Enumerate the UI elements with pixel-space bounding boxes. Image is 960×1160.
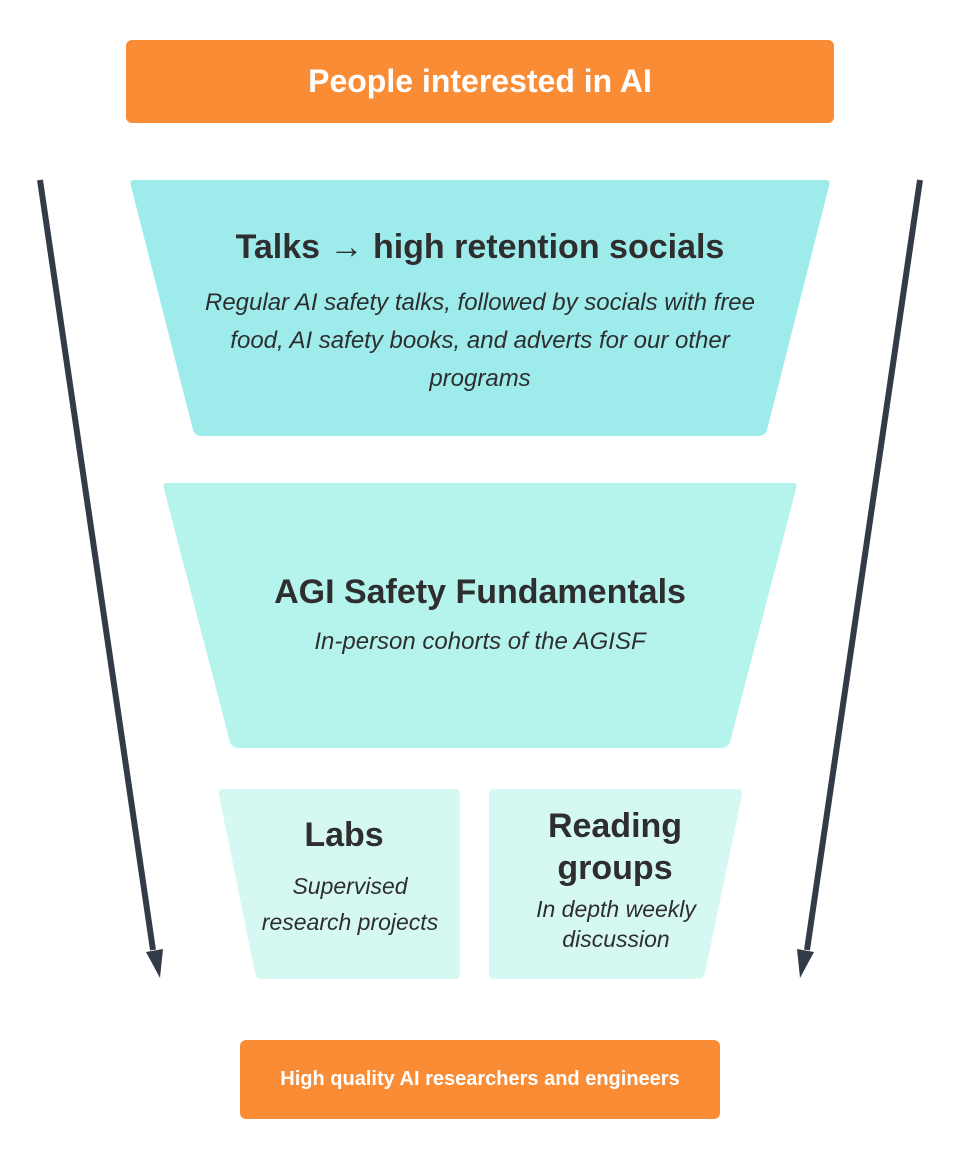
reading-groups-title: Reading groups [547,807,683,887]
top-label: People interested in AI [308,63,652,99]
left-arrow [37,179,163,978]
stage-1-subtitle: Regular AI safety talks, followed by soc… [204,289,756,392]
funnel-stage-1-shape [130,180,830,436]
funnel-stage-2-shape [163,483,797,748]
stage-1-title: Talks → high retention socials [235,228,725,266]
top-box: People interested in AI [126,40,834,123]
bottom-label: High quality AI researchers and engineer… [280,1068,680,1090]
labs-subtitle: Supervised research projects [261,873,439,935]
stage-2-subtitle: In-person cohorts of the AGISF [314,628,646,655]
right-arrow [797,179,923,978]
reading-groups-shape [489,789,743,979]
reading-groups-subtitle: In depth weekly discussion [536,896,696,952]
bottom-box: High quality AI researchers and engineer… [240,1040,720,1119]
labs-shape [218,789,460,979]
stage-2-title: AGI Safety Fundamentals [274,573,686,611]
labs-title: Labs [304,816,384,854]
